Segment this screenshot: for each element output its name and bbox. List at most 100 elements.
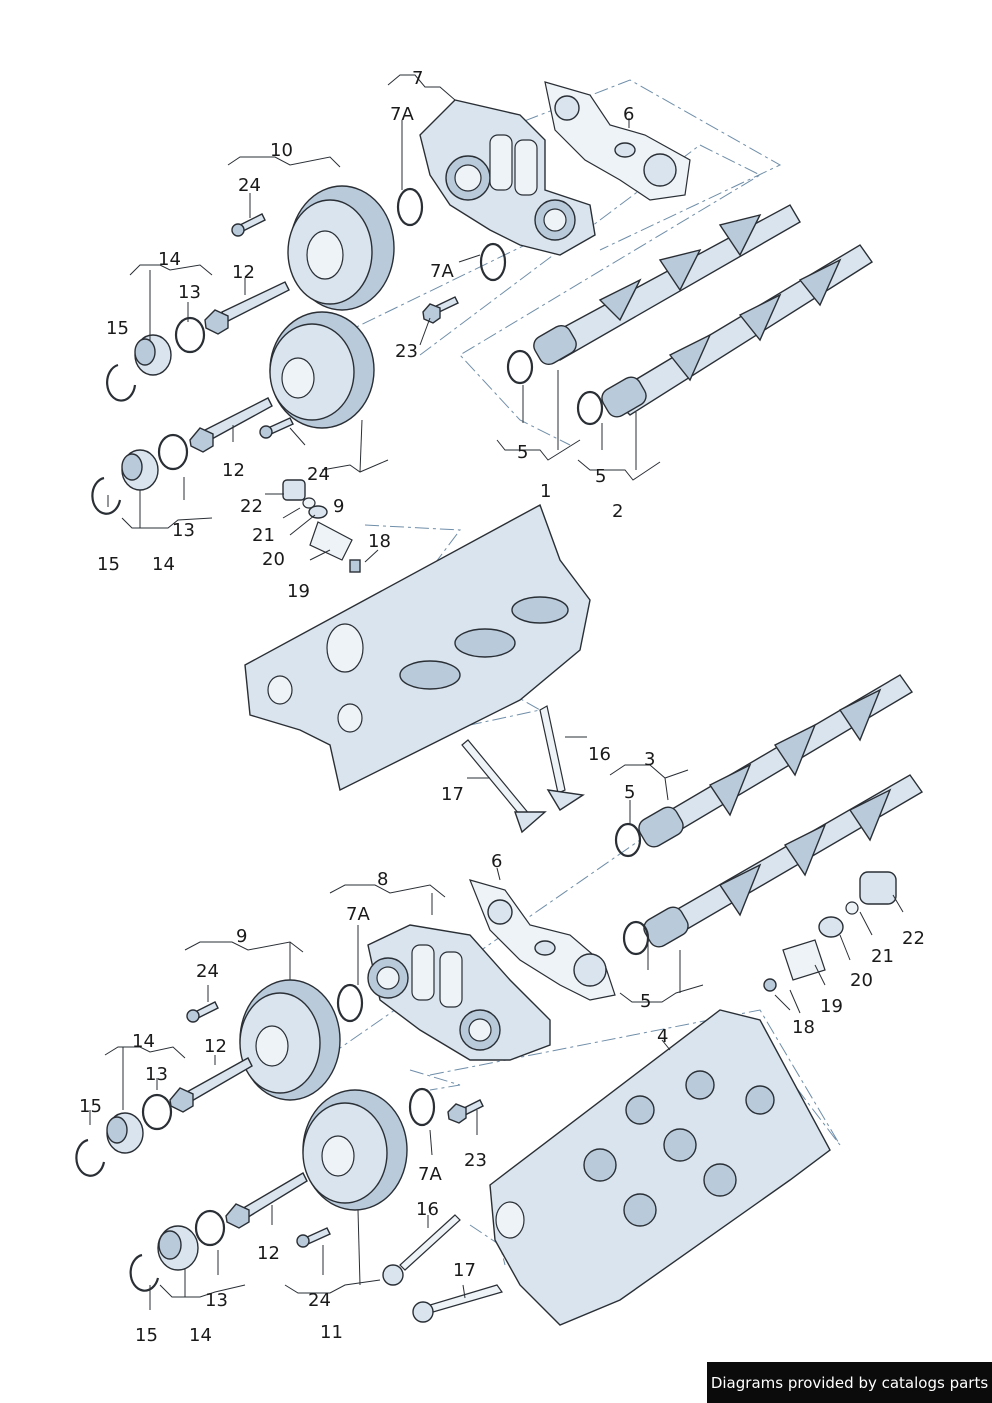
callout-19-top: 19 — [287, 581, 310, 602]
callout-24-bottom-b: 24 — [308, 1290, 331, 1311]
cylinder-head-4 — [489, 1009, 831, 1326]
o-ring-13-upper — [174, 316, 206, 354]
callout-18-bottom: 18 — [792, 1017, 815, 1038]
callout-3: 3 — [644, 749, 655, 770]
callout-6-bottom: 6 — [491, 851, 502, 872]
callout-9-bottom: 9 — [236, 926, 247, 947]
bolt-24-bottom-a — [186, 1001, 219, 1023]
callout-8: 8 — [377, 869, 388, 890]
retainer-20-bottom — [818, 916, 844, 938]
camshaft-top-lower — [601, 244, 873, 418]
bolt-24-bottom-b — [296, 1227, 331, 1248]
callout-14-top-a: 14 — [158, 249, 181, 270]
cylinder-head-1 — [244, 503, 591, 792]
cap-14-bottom-lower — [157, 1225, 199, 1271]
camshaft-housing-bottom — [367, 924, 551, 1061]
callout-13-bottom-a: 13 — [145, 1064, 168, 1085]
callout-7a-bottom-a: 7A — [346, 904, 370, 925]
seal-5-bottom-a — [614, 822, 642, 858]
keeper-21-top — [302, 497, 316, 509]
callout-24-top-b: 24 — [307, 464, 330, 485]
bolt-12-upper — [204, 281, 290, 335]
valve-seal-18-bottom — [763, 978, 777, 992]
cap-14-upper — [134, 334, 172, 376]
cap-14-lower — [121, 449, 159, 491]
gasket-top — [544, 81, 691, 201]
callout-16-bottom: 16 — [416, 1199, 439, 1220]
callout-23-top: 23 — [395, 341, 418, 362]
keeper-21-bottom — [845, 901, 859, 915]
camshaft-sprocket-9 — [239, 979, 341, 1101]
gasket-bottom — [468, 879, 616, 1001]
seal-ring-7a-bottom-b — [408, 1087, 436, 1127]
circlip-15-lower — [91, 476, 122, 515]
callout-20-top: 20 — [262, 549, 285, 570]
callout-labels: 7 7A 6 10 24 14 12 7A 13 15 23 5 12 24 5… — [79, 68, 925, 1346]
circlip-15-bottom-upper — [75, 1138, 106, 1177]
callout-15-bottom-a: 15 — [79, 1096, 102, 1117]
seal-5-top-a — [506, 349, 534, 385]
tappet-22-top — [282, 479, 306, 501]
seal-5-top-b — [576, 390, 604, 426]
callout-12-bottom-b: 12 — [257, 1243, 280, 1264]
callout-4: 4 — [657, 1026, 668, 1047]
camshaft-sprocket-10 — [287, 185, 395, 311]
callout-17-bottom: 17 — [453, 1260, 476, 1281]
camshaft-top-upper — [533, 204, 801, 366]
valve-spring-20-top — [309, 521, 353, 561]
callout-7a-top-b: 7A — [430, 261, 454, 282]
callout-13-top-a: 13 — [178, 282, 201, 303]
callout-5-bottom-b: 5 — [640, 991, 651, 1012]
callout-13-top-b: 13 — [172, 520, 195, 541]
o-ring-13-bottom-lower — [194, 1209, 226, 1247]
callout-10: 10 — [270, 140, 293, 161]
callout-23-bottom: 23 — [464, 1150, 487, 1171]
callout-12-top-b: 12 — [222, 460, 245, 481]
callout-14-bottom-b: 14 — [189, 1325, 212, 1346]
seal-ring-7a-upper — [396, 187, 424, 227]
camshaft-housing-top — [419, 99, 596, 256]
callout-14-top-b: 14 — [152, 554, 175, 575]
callout-19-bottom: 19 — [820, 996, 843, 1017]
bolt-23-top — [422, 296, 459, 324]
callout-12-bottom-a: 12 — [204, 1036, 227, 1057]
cap-14-bottom-upper — [106, 1112, 144, 1154]
valve-spring-19-bottom — [782, 939, 826, 981]
o-ring-13-lower — [157, 433, 189, 471]
callout-7a-bottom-b: 7A — [418, 1164, 442, 1185]
camshaft-bottom-upper — [638, 674, 914, 848]
seal-ring-7a-lower — [479, 242, 507, 282]
circlip-15-upper — [106, 363, 137, 402]
bolt-23-bottom — [447, 1099, 484, 1124]
camshaft-sprocket-top-lower — [269, 311, 375, 429]
credit-text: Diagrams provided by catalogs parts — [710, 1373, 989, 1392]
callout-5-top-b: 5 — [595, 466, 606, 487]
callout-22-bottom: 22 — [902, 928, 925, 949]
diagram-credit-banner: Diagrams provided by catalogs parts — [707, 1362, 992, 1403]
callout-11: 11 — [320, 1322, 343, 1343]
callout-1: 1 — [540, 481, 551, 502]
callout-6-top: 6 — [623, 104, 634, 125]
bolt-12-bottom-upper — [169, 1057, 253, 1113]
callout-14-bottom-a: 14 — [132, 1031, 155, 1052]
callout-5-top-a: 5 — [517, 442, 528, 463]
callout-7: 7 — [412, 68, 423, 89]
callout-22-top: 22 — [240, 496, 263, 517]
seal-5-bottom-b — [622, 920, 650, 956]
callout-13-bottom-b: 13 — [205, 1290, 228, 1311]
camshaft-bottom-lower — [643, 774, 924, 948]
bolt-12-bottom-lower — [225, 1172, 308, 1229]
callout-7a-top-a: 7A — [390, 104, 414, 125]
valve-seal-18-top — [349, 559, 361, 573]
callout-18-top: 18 — [368, 531, 391, 552]
callout-24-top-a: 24 — [238, 175, 261, 196]
bolt-24-top-a — [231, 213, 266, 237]
valve-16-bottom — [382, 1214, 461, 1286]
valve-17-top — [461, 739, 547, 834]
callout-21-top: 21 — [252, 525, 275, 546]
bolt-24-top-b — [259, 417, 294, 439]
circlip-15-bottom-lower — [129, 1253, 160, 1292]
callout-17-top: 17 — [441, 784, 464, 805]
leader-lines — [89, 74, 904, 1310]
